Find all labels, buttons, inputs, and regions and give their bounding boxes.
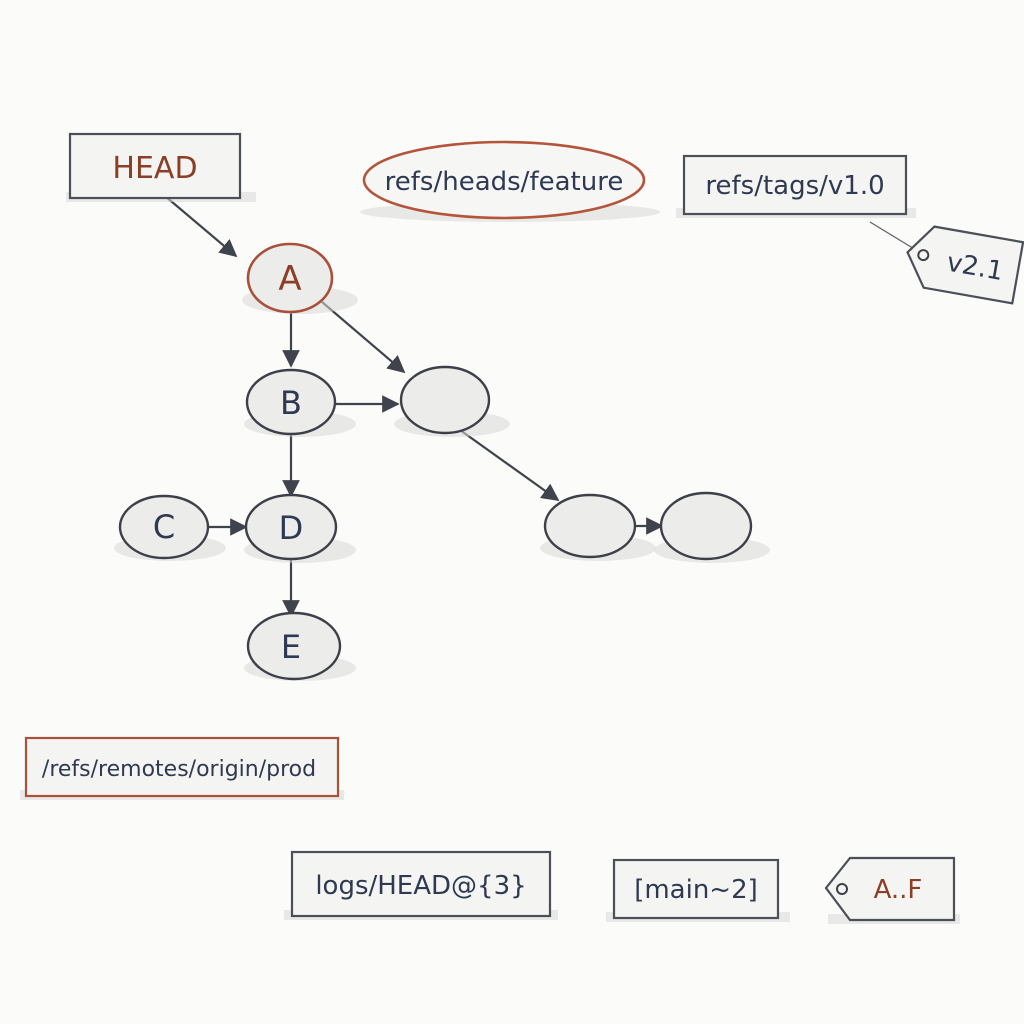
range-tag-shape (824, 856, 956, 922)
commit-node-d (244, 493, 338, 561)
commit-node-e (246, 611, 342, 681)
range-tag-text: A..F (874, 875, 923, 905)
tag-string-v21 (869, 221, 917, 251)
tag-v21-hole (917, 249, 930, 262)
commit-node-c (118, 494, 210, 560)
remote-prod-label: /refs/remotes/origin/prod (20, 736, 344, 800)
ancestry-label: [main~2] (606, 858, 790, 922)
commit-label-c: C (153, 508, 175, 546)
feature-branch-oval (362, 140, 646, 220)
remote-prod-text: /refs/remotes/origin/prod (42, 757, 316, 782)
edge-a-to-branch1 (321, 301, 406, 374)
tag-v1-label: refs/tags/v1.0 (676, 154, 916, 218)
ancestry-text: [main~2] (634, 875, 758, 905)
commit-node-branch-2 (543, 493, 637, 559)
tag-v1-text: refs/tags/v1.0 (705, 171, 884, 201)
commit-label-a: A (278, 259, 301, 299)
edge-head-to-a (164, 195, 238, 258)
tag-v21-shape (906, 225, 1024, 305)
range-tag-hole (836, 883, 848, 895)
commit-nodes: A B C D E (114, 242, 770, 681)
commit-node-a (246, 242, 334, 314)
commit-label-e: E (281, 628, 301, 666)
head-ref-label: HEAD (66, 132, 256, 202)
tag-v21-label: v2.1 (906, 225, 1024, 305)
commit-node-branch-1 (399, 365, 491, 435)
range-tag-label: A..F (824, 856, 960, 924)
edge-branch1-to-branch2 (459, 429, 560, 502)
head-label-text: HEAD (112, 151, 197, 186)
reflog-label: logs/HEAD@{3} (284, 850, 558, 920)
feature-branch-text: refs/heads/feature (385, 167, 624, 197)
remote-prod-box (24, 736, 340, 798)
commit-label-d: D (279, 509, 304, 547)
commit-edges (164, 195, 664, 618)
reflog-text: logs/HEAD@{3} (315, 871, 526, 901)
feature-branch-label: refs/heads/feature (360, 140, 660, 222)
commit-label-b: B (280, 384, 302, 422)
commit-node-branch-3 (659, 491, 753, 561)
commit-node-b (245, 368, 337, 436)
